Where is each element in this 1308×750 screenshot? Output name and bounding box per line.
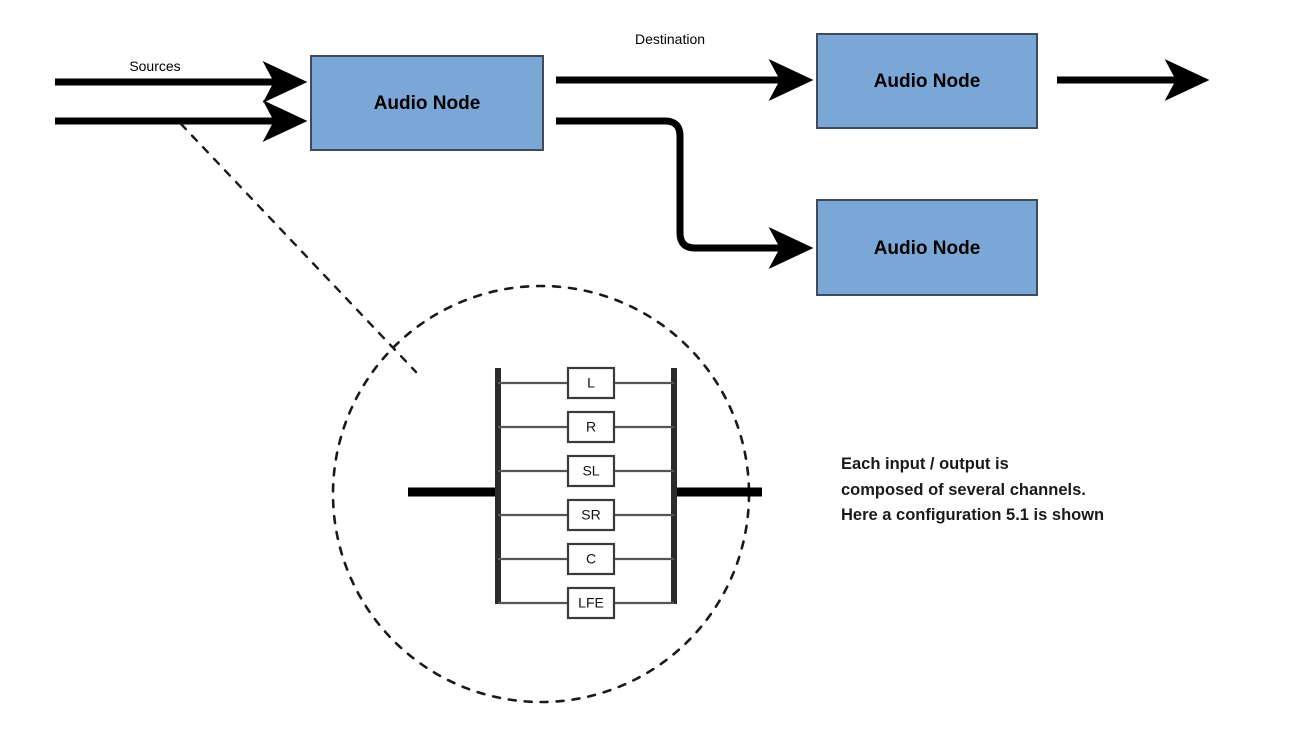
node-dest-top[interactable]: Audio Node <box>816 33 1038 129</box>
destination-arrow-bottom-icon <box>556 117 814 269</box>
channel-box-label: SR <box>581 507 600 523</box>
node-dest-bottom-label: Audio Node <box>874 238 981 259</box>
channel-box-r[interactable]: R <box>566 410 616 444</box>
node-main-rect <box>310 55 544 151</box>
channel-box-rect <box>566 498 616 532</box>
channel-box-rect <box>566 542 616 576</box>
node-dest-bottom-rect <box>816 199 1038 296</box>
sources-label: Sources <box>129 58 180 74</box>
channel-box-l[interactable]: L <box>566 366 616 400</box>
channel-box-sr[interactable]: SR <box>566 498 616 532</box>
callout-leader-line-icon <box>179 122 418 374</box>
channel-bus-detail: L R SL SR C LFE <box>408 366 762 620</box>
destination-bottom-group <box>556 117 814 269</box>
channel-box-lfe[interactable]: LFE <box>566 586 616 620</box>
node-main-label: Audio Node <box>374 93 481 114</box>
destination-label: Destination <box>635 31 705 47</box>
channel-box-label: R <box>586 419 596 435</box>
node-dest-top-rect <box>816 33 1038 129</box>
node-dest-bottom[interactable]: Audio Node <box>816 199 1038 296</box>
callout-note-text: Each input / output is composed of sever… <box>841 455 1105 525</box>
channel-box-sl[interactable]: SL <box>566 454 616 488</box>
node-dest-top-label: Audio Node <box>874 71 981 92</box>
node-main[interactable]: Audio Node <box>310 55 544 151</box>
destination-top-group: Destination <box>556 31 814 101</box>
channel-box-rect <box>566 454 616 488</box>
channel-box-label: SL <box>582 463 599 479</box>
channel-box-c[interactable]: C <box>566 542 616 576</box>
channel-box-rect <box>566 410 616 444</box>
channel-box-label: C <box>586 551 596 567</box>
channel-box-rect <box>566 586 616 620</box>
sources-group: Sources <box>55 58 308 142</box>
channel-box-label: LFE <box>578 595 604 611</box>
channel-box-label: L <box>587 375 595 391</box>
channel-box-rect <box>566 366 616 400</box>
